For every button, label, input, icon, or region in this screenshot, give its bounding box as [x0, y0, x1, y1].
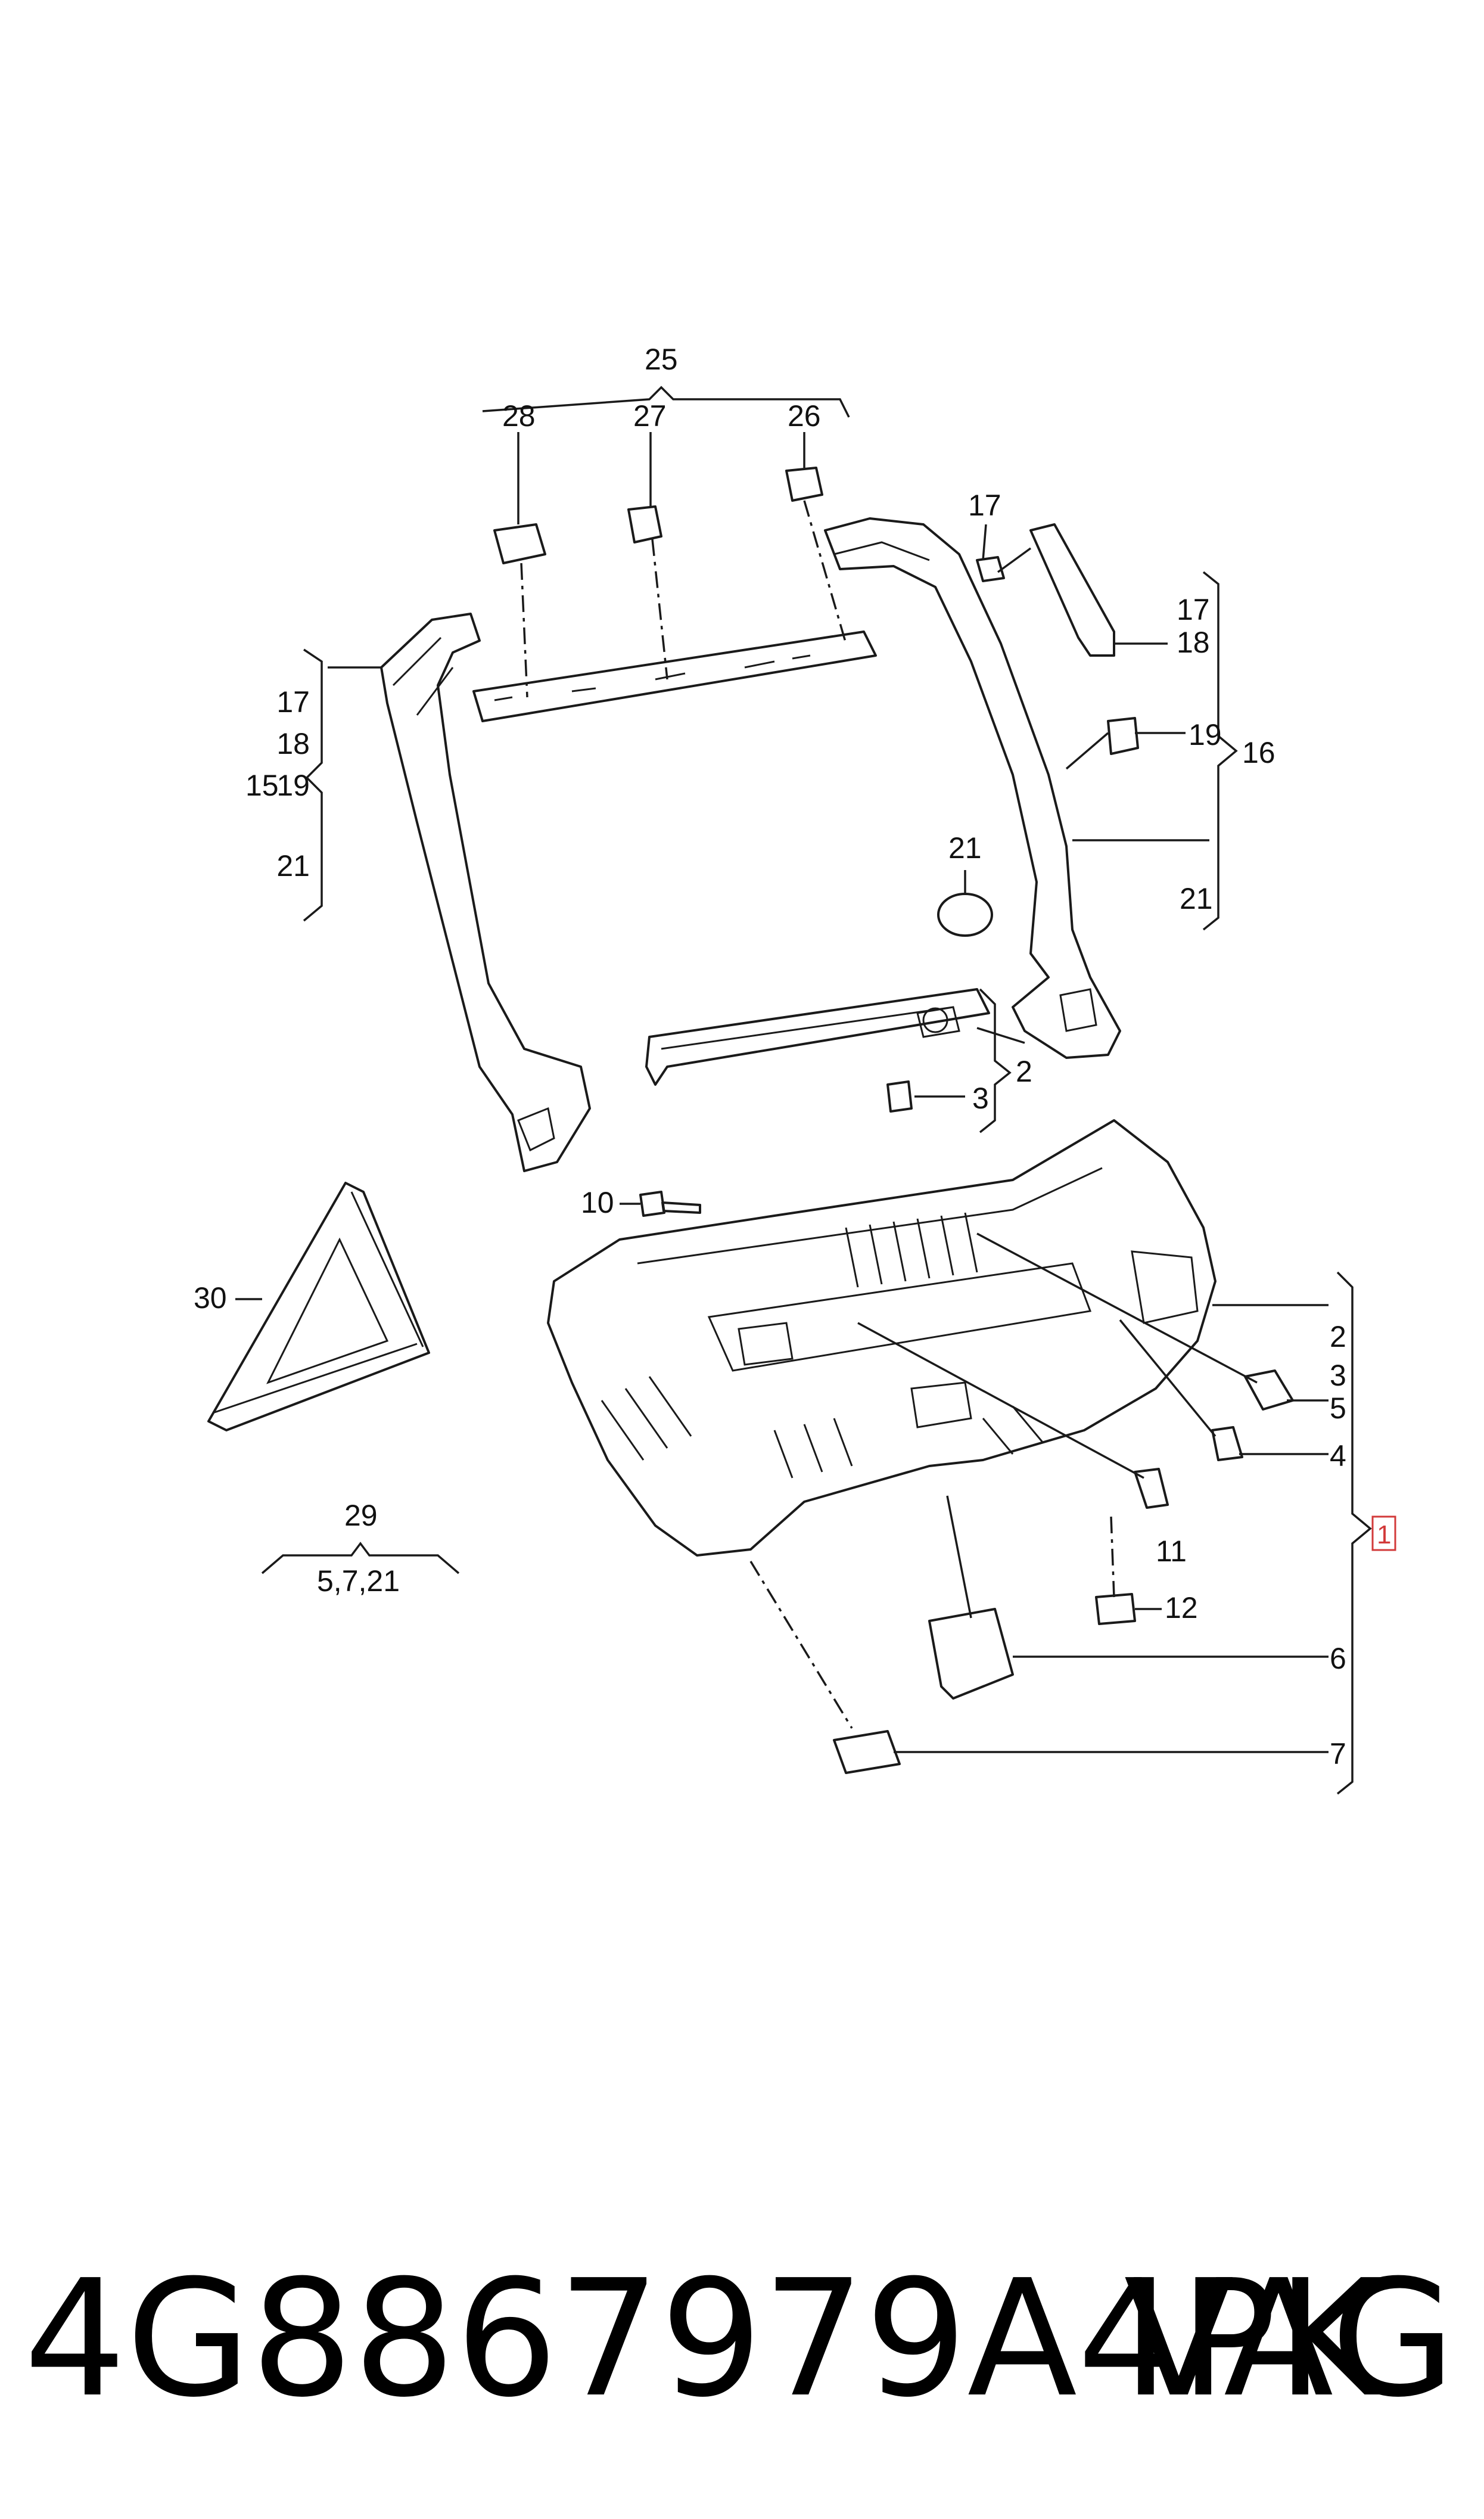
- part-3-clip: [886, 1080, 913, 1113]
- callout-17-top: 17: [968, 489, 1001, 522]
- part-number-label: 4G8867979A4PK: [24, 2245, 1382, 2433]
- callout-21-right: 21: [1180, 882, 1213, 915]
- part-19-clip: [1107, 717, 1139, 755]
- callout-18-right: 18: [1177, 626, 1210, 659]
- callout-27: 27: [633, 399, 667, 433]
- part-21-stud: [937, 893, 993, 937]
- part-17-clip: [976, 556, 1005, 582]
- lower-loose-parts: [639, 1191, 1294, 1774]
- callout-5: 5: [1330, 1391, 1346, 1425]
- callout-7: 7: [1330, 1737, 1346, 1771]
- callout-29-contents: 5,7,21: [317, 1564, 400, 1598]
- callout-30: 30: [194, 1281, 227, 1315]
- warning-triangle: [207, 1182, 430, 1431]
- part-4-clip: [1211, 1426, 1243, 1461]
- part-5-clip: [1244, 1369, 1294, 1411]
- upper-trim-frame: [380, 517, 1121, 1172]
- callout-4: 4: [1330, 1439, 1346, 1473]
- part-27-clip: [627, 505, 662, 543]
- callout-19-right: 19: [1189, 718, 1222, 751]
- part-10-bolt: [639, 1191, 701, 1217]
- callout-21-left: 21: [276, 849, 310, 883]
- callout-15: 15: [245, 769, 279, 802]
- callout-10: 10: [581, 1186, 614, 1219]
- callout-3-upper: 3: [972, 1082, 989, 1115]
- callout-1-box: [1371, 1515, 1396, 1551]
- clip-parts: [493, 467, 1139, 1113]
- callout-3-lower: 3: [1330, 1359, 1346, 1392]
- callout-11: 11: [1156, 1535, 1187, 1568]
- callout-25: 25: [645, 343, 678, 376]
- callout-28: 28: [502, 399, 536, 433]
- part-28-cap: [493, 523, 546, 564]
- part-12-clip: [1095, 1593, 1136, 1625]
- callout-2-upper: 2: [1016, 1055, 1032, 1088]
- callout-17-right: 17: [1177, 593, 1210, 626]
- brand-label: VAG: [1124, 2245, 1455, 2433]
- callout-1: 1: [1377, 1520, 1391, 1549]
- callout-12: 12: [1165, 1591, 1198, 1625]
- callout-17-left: 17: [276, 685, 310, 719]
- callout-2-lower: 2: [1330, 1320, 1346, 1353]
- callout-26: 26: [788, 399, 821, 433]
- callout-6: 6: [1330, 1642, 1346, 1675]
- callout-18-left: 18: [276, 727, 310, 760]
- part-17-18-bracket: [1029, 523, 1115, 657]
- part-26-clip: [785, 467, 823, 502]
- callout-19-left: 19: [276, 769, 310, 802]
- callout-labels: 25 28 27 26 17 17 18 19 16 21 21 17 18 1…: [194, 343, 1396, 1771]
- part-6-cover: [928, 1608, 1014, 1700]
- tailgate-lower-trim: [547, 1119, 1217, 1557]
- part-7-cap: [833, 1730, 901, 1774]
- callout-21-mid: 21: [948, 831, 982, 865]
- leader-lines: [235, 386, 1372, 1795]
- callout-16: 16: [1242, 736, 1275, 769]
- callout-29: 29: [344, 1499, 378, 1532]
